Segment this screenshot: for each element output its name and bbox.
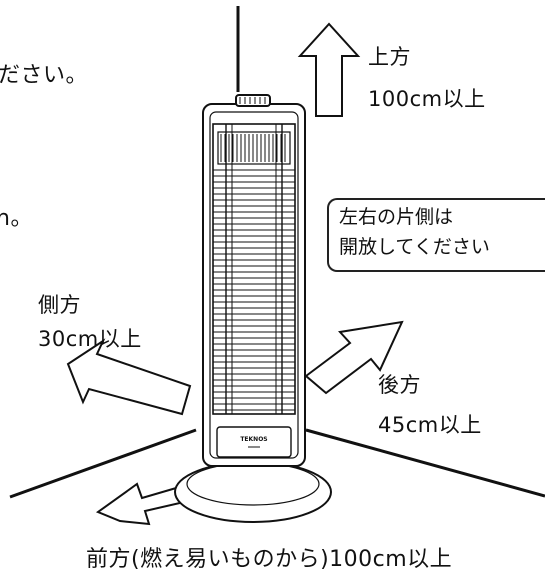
front-caption: 前方(燃え易いものから)100cm以上 [86,547,453,572]
cropped-text-top: ださい。 [0,63,89,88]
floor-line-left [9,428,197,499]
cropped-text-mid: n。 [0,206,33,231]
heater-top-vent [220,134,286,162]
note-line-1: 左右の片側は [339,206,454,228]
note-line-2: 開放してください [339,236,490,258]
up-distance-label: 100cm以上 [368,87,486,111]
side-direction-label: 側方 [38,293,81,317]
side-distance-label: 30cm以上 [38,327,142,351]
note-box [327,198,545,272]
back-arrow [304,320,404,395]
up-direction-label: 上方 [368,45,411,69]
heater: TEKNOS [174,94,332,523]
back-direction-label: 後方 [378,373,421,397]
heater-control-panel [216,426,292,458]
heater-base [174,461,332,523]
back-distance-label: 45cm以上 [378,413,482,437]
up-arrow [297,22,361,117]
floor-line-right [305,428,545,498]
side-arrow [66,338,192,416]
heater-brand-logo: TEKNOS [240,436,267,443]
